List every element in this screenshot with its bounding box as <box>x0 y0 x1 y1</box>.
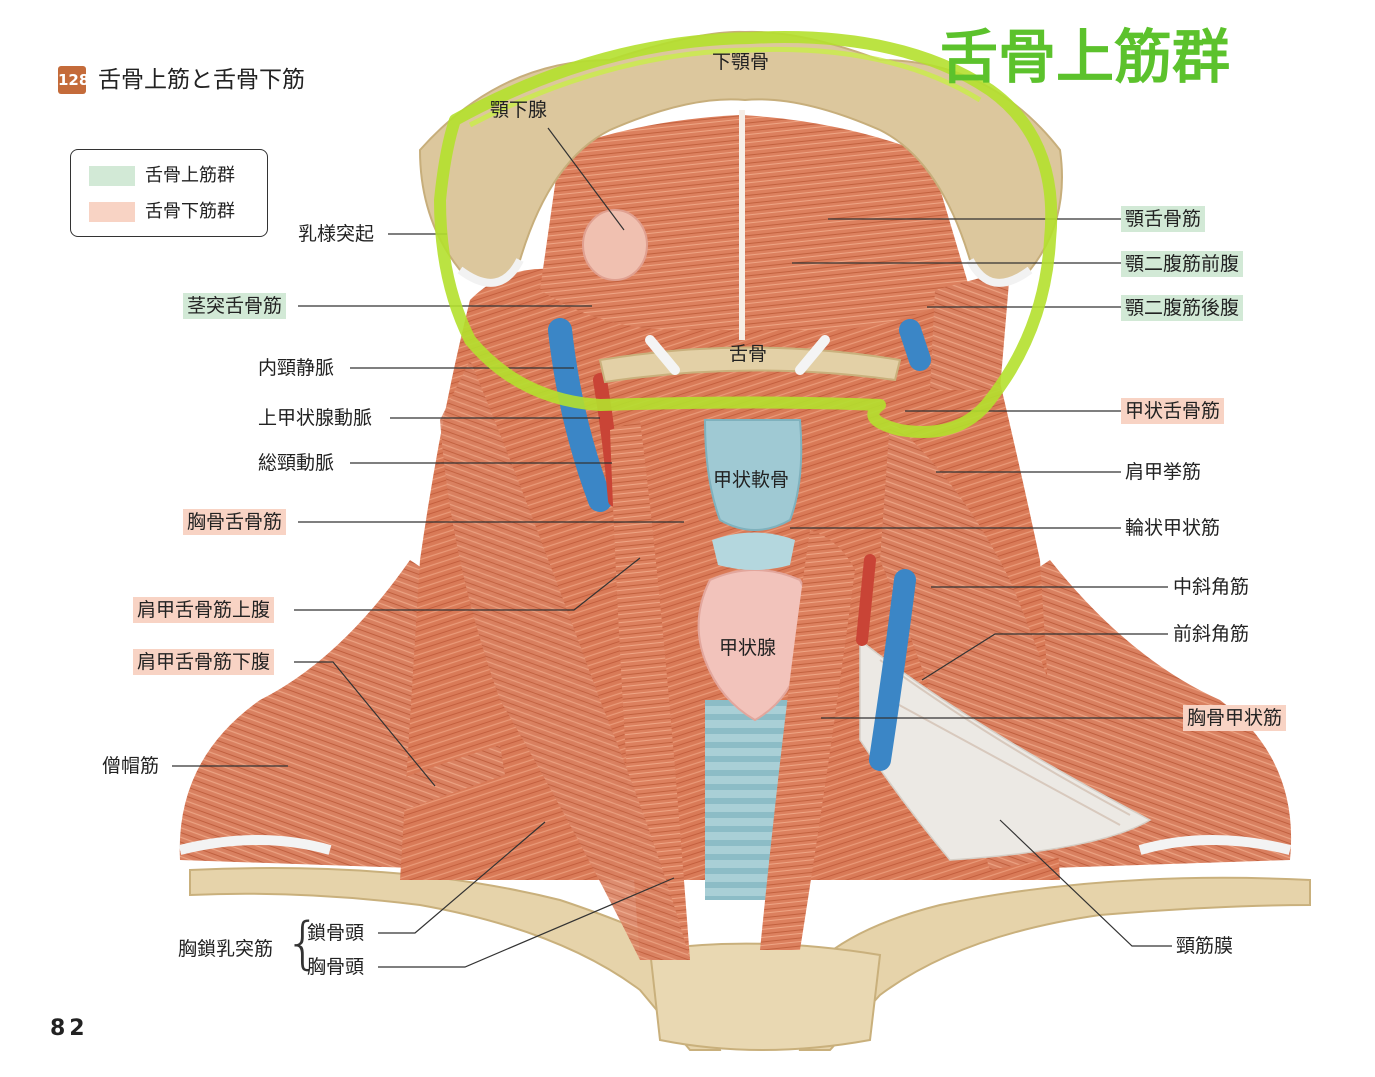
label-levator-scapulae: 肩甲挙筋 <box>1125 461 1202 483</box>
page-tag: 128 <box>58 66 89 94</box>
label-thyrohyoid: 甲状舌骨筋 <box>1121 398 1225 424</box>
label-sternal-head: 胸骨頭 <box>307 956 365 978</box>
legend: 舌骨上筋群 舌骨下筋群 <box>70 149 268 237</box>
label-middle-scalene: 中斜角筋 <box>1173 576 1250 598</box>
label-digastric-posterior: 顎二腹筋後腹 <box>1121 295 1244 321</box>
annotation-title: 舌骨上筋群 <box>940 23 1231 91</box>
label-common-carotid-artery: 総頸動脈 <box>258 452 335 474</box>
label-digastric-anterior: 顎二腹筋前腹 <box>1121 251 1244 277</box>
label-cricothyroid: 輪状甲状筋 <box>1125 517 1221 539</box>
label-trapezius: 僧帽筋 <box>102 755 160 777</box>
label-omohyoid-inferior: 肩甲舌骨筋下腹 <box>133 649 275 675</box>
page-title: 舌骨上筋と舌骨下筋 <box>98 67 305 93</box>
label-internal-jugular-vein: 内頸静脈 <box>258 357 335 379</box>
label-cervical-fascia: 頸筋膜 <box>1176 935 1234 957</box>
label-mandible: 下顎骨 <box>712 51 770 73</box>
label-anterior-scalene: 前斜角筋 <box>1173 623 1250 645</box>
label-geniohyoid: 顎舌骨筋 <box>1121 206 1206 232</box>
page-number: 82 <box>50 1016 89 1041</box>
label-superior-thyroid-artery: 上甲状腺動脈 <box>258 407 373 429</box>
legend-label-infrahyoid: 舌骨下筋群 <box>145 201 235 222</box>
label-thyroid-gland: 甲状腺 <box>719 637 777 659</box>
label-thyroid-cartilage: 甲状軟骨 <box>713 469 790 491</box>
label-stylohyoid: 茎突舌骨筋 <box>183 293 287 319</box>
label-mastoid-process: 乳様突起 <box>298 223 375 245</box>
label-scm: 胸鎖乳突筋 <box>178 938 274 960</box>
brace: { <box>285 911 321 976</box>
label-omohyoid-superior: 肩甲舌骨筋上腹 <box>133 597 275 623</box>
label-sternohyoid: 胸骨舌骨筋 <box>183 509 287 535</box>
label-sternothyroid: 胸骨甲状筋 <box>1183 705 1287 731</box>
label-hyoid: 舌骨 <box>729 343 768 365</box>
legend-label-suprahyoid: 舌骨上筋群 <box>145 165 235 186</box>
legend-swatch-infrahyoid <box>89 202 135 222</box>
label-submandibular-gland: 顎下腺 <box>490 99 548 121</box>
label-clavicular-head: 鎖骨頭 <box>307 922 365 944</box>
legend-swatch-suprahyoid <box>89 166 135 186</box>
